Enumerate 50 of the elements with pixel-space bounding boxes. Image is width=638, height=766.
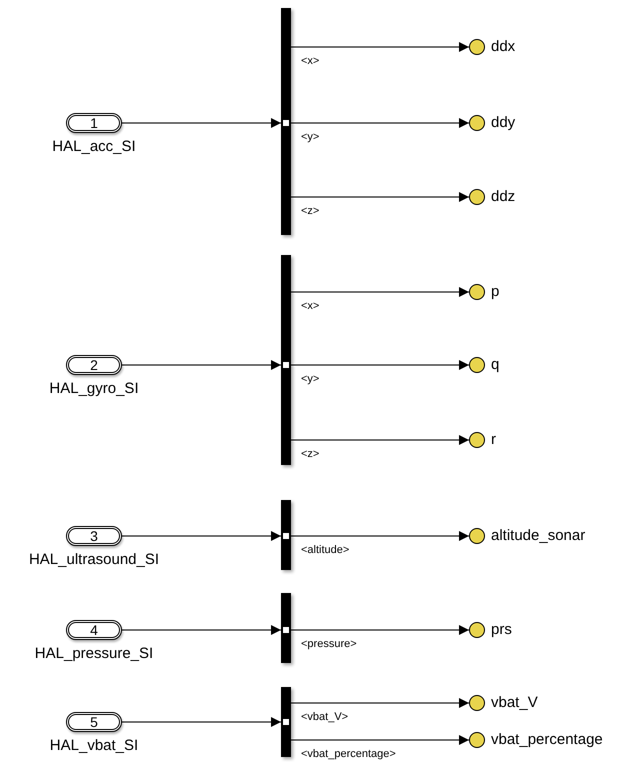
outport-name: altitude_sonar [491,528,586,543]
signal-label: <x> [301,301,320,312]
signal-arrow [290,118,470,128]
signal-label: <y> [301,132,320,143]
inport-block: 5 [66,712,122,732]
outport-name: ddz [491,189,516,204]
bus-selector-block [281,500,291,570]
signal-arrow [290,435,470,445]
signal-arrow [122,118,282,128]
outport-name: q [491,357,500,372]
outport-name: r [491,432,496,447]
signal-label: <altitude> [301,545,350,556]
outport-name: ddx [491,39,516,54]
outport-name: prs [491,622,512,637]
bus-selector-block [281,593,291,663]
outport-name: vbat_percentage [491,732,603,747]
inport-name: HAL_pressure_SI [34,646,154,661]
outport-name: vbat_V [491,695,538,710]
signal-arrow [290,192,470,202]
bus-selector-block [281,687,291,757]
inport-block: 4 [66,620,122,640]
signal-label: <z> [301,449,320,460]
signal-arrow [290,625,470,635]
inport-name: HAL_ultrasound_SI [28,552,160,567]
signal-arrow [122,625,282,635]
signal-label: <vbat_V> [301,712,348,723]
signal-label: <vbat_percentage> [301,749,396,760]
signal-arrow [290,531,470,541]
outport-name: p [491,284,500,299]
outport-name: ddy [491,115,516,130]
signal-arrow [122,717,282,727]
inport-name: HAL_vbat_SI [48,738,140,753]
signal-label: <y> [301,374,320,385]
signal-arrow [290,287,470,297]
inport-name: HAL_acc_SI [51,139,137,154]
signal-arrow [290,698,470,708]
bus-selector-block [281,255,291,465]
inport-name: HAL_gyro_SI [48,381,140,396]
signal-arrow [290,360,470,370]
signal-label: <x> [301,56,320,67]
inport-block: 3 [66,526,122,546]
inport-block: 1 [66,113,122,133]
signal-arrow [122,360,282,370]
bus-selector-block [281,8,291,235]
inport-block: 2 [66,355,122,375]
signal-arrow [290,42,470,52]
signal-arrow [122,531,282,541]
signal-arrow [290,735,470,745]
signal-label: <z> [301,206,320,217]
signal-label: <pressure> [301,639,357,650]
